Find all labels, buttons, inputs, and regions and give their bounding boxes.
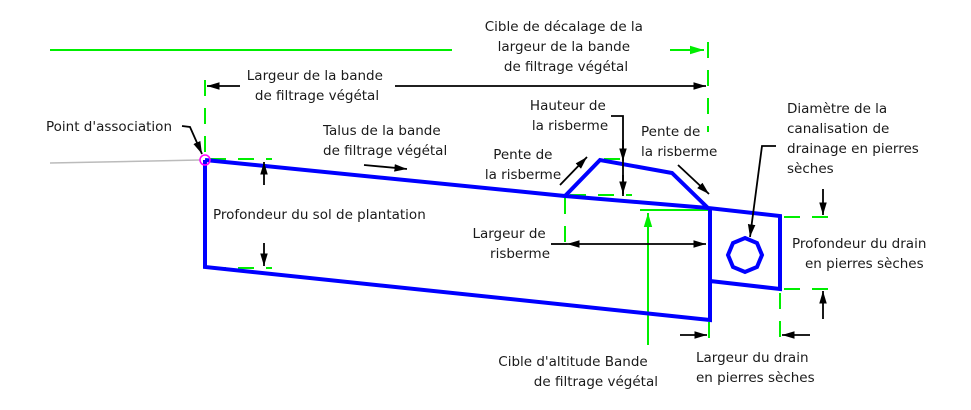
berm-slope-right-label: Pente de la risberme: [641, 124, 717, 160]
elevation-target-label: Cible d'altitude Bande de filtrage végét…: [498, 354, 658, 390]
strip-slope-label: Talus de la bande de filtrage végétal: [322, 123, 447, 159]
attachment-point-marker: [199, 154, 211, 166]
pipe-diameter-label: Diamètre de la canalisation de drainage …: [787, 101, 923, 177]
existing-ground-line: [49, 159, 201, 164]
drain-width-label: Largeur du drain en pierres sèches: [696, 350, 815, 386]
berm-height-leader: [611, 115, 624, 196]
strip-width-label: Largeur de la bande de filtrage végétal: [247, 68, 387, 104]
pipe-diameter-leader: [747, 145, 776, 238]
berm-height-label: Hauteur de la risberme: [530, 98, 610, 134]
filter-strip-section: [203, 157, 782, 323]
offset-target-label: Cible de décalage de la largeur de la ba…: [485, 19, 648, 75]
berm-width-label: Largeur de risberme: [472, 226, 550, 262]
berm-slope-left-label: Pente de la risberme: [485, 147, 561, 183]
berm-slope-left-arrow: [559, 156, 588, 186]
drain-depth-label: Profondeur du drain en pierres sèches: [792, 236, 931, 272]
strip-slope-arrow: [363, 164, 408, 172]
drain-pipe: [725, 235, 765, 275]
attachment-point-label: Point d'association: [46, 119, 172, 135]
attachment-leader: [181, 125, 203, 155]
soil-depth-label: Profondeur du sol de plantation: [213, 207, 426, 223]
berm-slope-right-arrow: [677, 164, 710, 195]
berm-base-line: [564, 194, 709, 210]
